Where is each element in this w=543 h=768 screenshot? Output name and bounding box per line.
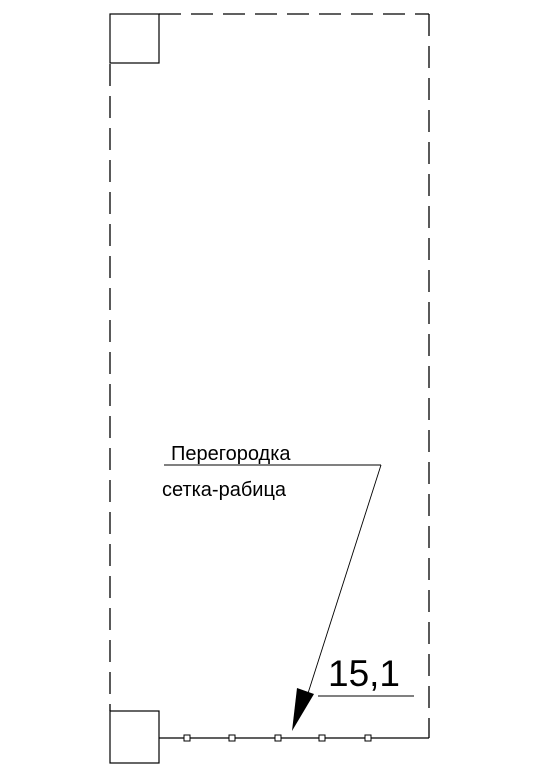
room-area-label: 15,1 [328,653,400,694]
partition-post [228,734,236,742]
column-bottom-left [109,710,160,764]
partition-post [364,734,372,742]
mesh-partition-posts [183,734,372,742]
callout-label-line2: сетка-рабица [162,479,287,501]
partition-post [183,734,191,742]
callout-arrowhead [292,688,314,731]
callout-leader [301,464,382,713]
callout-label-line1: Перегородка [171,443,291,465]
partition-post [318,734,326,742]
partition-post [274,734,282,742]
column-top-left [109,13,160,64]
